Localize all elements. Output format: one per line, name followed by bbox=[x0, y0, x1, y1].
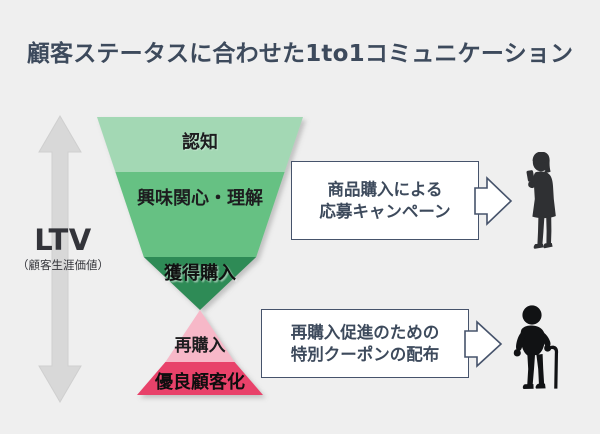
funnel-stage-purchase bbox=[143, 257, 257, 310]
callout-box-campaign: 商品購入による 応募キャンペーン bbox=[291, 161, 479, 240]
callout-coupon-line1: 再購入促進のための bbox=[290, 322, 440, 342]
ltv-double-arrow-icon bbox=[38, 115, 82, 403]
ltv-title: LTV bbox=[34, 223, 92, 257]
callout-coupon-line2: 特別クーポンの配布 bbox=[290, 344, 440, 364]
woman-with-smartphone-icon bbox=[526, 152, 556, 249]
funnel-graphic bbox=[97, 117, 303, 395]
elderly-person-with-cane-icon bbox=[513, 305, 559, 389]
funnel-stage-loyal bbox=[137, 362, 263, 395]
funnel-stage-interest bbox=[115, 172, 285, 257]
ltv-label-group: LTV （顧客生涯価値） bbox=[0, 225, 126, 274]
callout-box-coupon: 再購入促進のための 特別クーポンの配布 bbox=[261, 309, 469, 378]
callout-campaign-line1: 商品購入による bbox=[327, 179, 443, 199]
funnel-stage-awareness bbox=[97, 117, 303, 172]
ltv-subtitle: （顧客生涯価値） bbox=[17, 258, 109, 273]
funnel-stage-repeat bbox=[165, 310, 235, 362]
chevron-right-icon-coupon bbox=[464, 320, 503, 368]
callout-campaign-line2: 応募キャンペーン bbox=[319, 201, 451, 221]
chevron-right-icon-campaign bbox=[474, 176, 513, 226]
page-title: 顧客ステータスに合わせた1to1コミュニケーション bbox=[26, 41, 574, 67]
